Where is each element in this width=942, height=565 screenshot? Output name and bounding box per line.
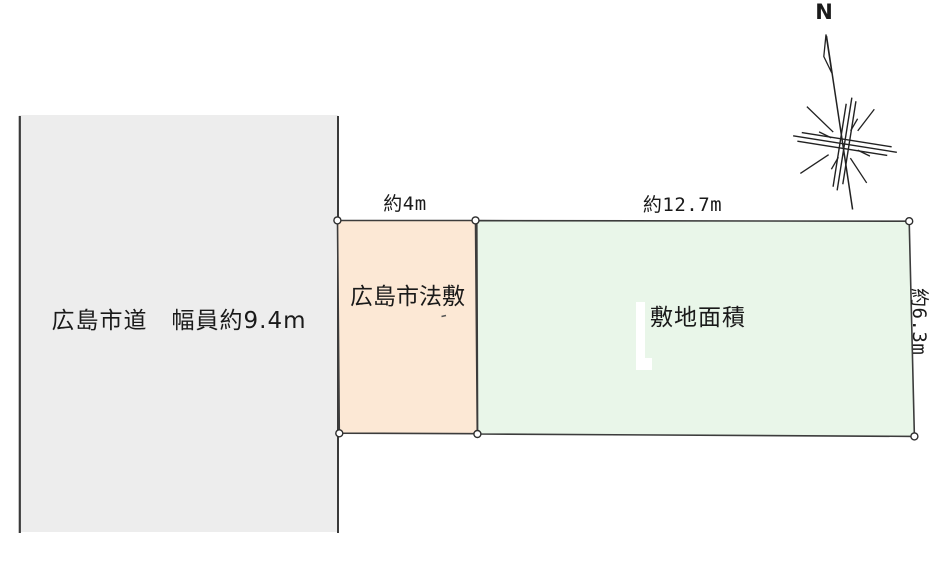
road-area: [19, 115, 338, 532]
compass-arrowhead-icon: [823, 34, 833, 74]
site-depth-dimension: 約6.3m: [908, 288, 930, 356]
site-label: 敷地面積: [650, 305, 746, 331]
corner-marker: [471, 216, 480, 225]
white-l-artifact: [636, 302, 652, 370]
corner-marker: [905, 216, 914, 226]
corner-markers: [333, 216, 919, 441]
corner-marker: [333, 216, 342, 225]
road-label: 広島市道 幅員約9.4m: [51, 308, 307, 334]
stray-dash: [441, 314, 447, 318]
north-label: N: [815, 0, 833, 24]
slope-label: 広島市法敷: [350, 284, 465, 310]
corner-marker: [910, 432, 919, 441]
site-width-dimension: 約12.7m: [642, 194, 723, 216]
slope-area: [336, 219, 479, 435]
corner-marker: [335, 429, 344, 438]
compass: [793, 34, 897, 210]
corner-marker: [473, 429, 482, 439]
compass-rose-icon: [793, 97, 897, 191]
slope-width-dimension: 約4m: [383, 193, 427, 215]
